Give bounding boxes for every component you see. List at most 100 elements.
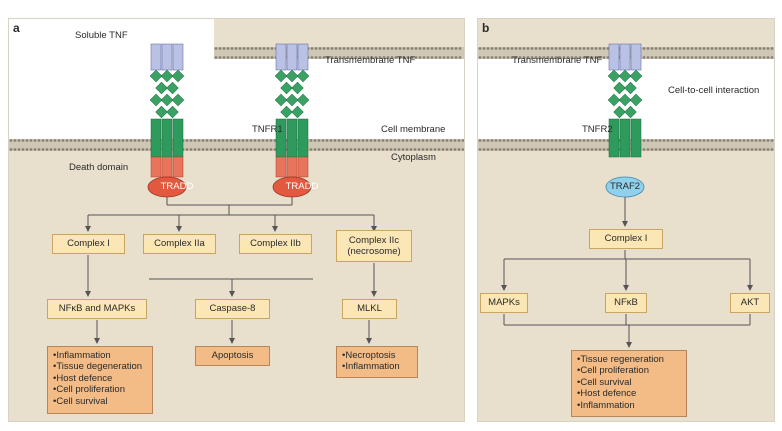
cell-membrane-head [317, 148, 321, 151]
cell-membrane-head [257, 139, 261, 142]
cell-membrane-head [401, 139, 405, 142]
neighbour-membrane-head [570, 56, 574, 59]
outcomes-b-box: Tissue regenerationCell proliferationCel… [571, 350, 687, 417]
neighbour-membrane-head [242, 47, 246, 50]
neighbour-membrane-head [230, 47, 234, 50]
neighbour-membrane-head [402, 56, 406, 59]
neighbour-membrane-head [394, 56, 398, 59]
cell-membrane-head [249, 139, 253, 142]
cell-membrane-head [369, 148, 373, 151]
complex-iia-box: Complex IIa [143, 234, 216, 254]
outcome-item: Tissue regeneration [577, 354, 681, 365]
cell-membrane-head [369, 139, 373, 142]
neighbour-membrane-head [602, 56, 606, 59]
neighbour-membrane-head [350, 56, 354, 59]
cell-membrane-head [574, 139, 578, 142]
neighbour-membrane-head [498, 47, 502, 50]
cell-membrane-head [333, 139, 337, 142]
neighbour-membrane-head [362, 56, 366, 59]
cell-membrane-head [562, 139, 566, 142]
cell-membrane-head [121, 139, 125, 142]
neighbour-membrane-head [478, 56, 482, 59]
cell-membrane-head [129, 139, 133, 142]
cell-membrane-head [702, 139, 706, 142]
neighbour-membrane-head [330, 47, 334, 50]
neighbour-membrane-head [518, 56, 522, 59]
cell-membrane-head [253, 139, 257, 142]
neighbour-membrane-head [738, 47, 742, 50]
neighbour-membrane-head [654, 47, 658, 50]
cell-membrane-head [590, 148, 594, 151]
cell-membrane-head [17, 148, 21, 151]
cell-membrane-head [437, 148, 441, 151]
cell-membrane-head [21, 148, 25, 151]
tnfr2-label: TNFR2 [582, 124, 613, 135]
cell-membrane-head [502, 148, 506, 151]
neighbour-membrane-head [386, 56, 390, 59]
cell-membrane-head [694, 139, 698, 142]
cell-membrane-head [534, 148, 538, 151]
outcome-item: Host defence [577, 388, 681, 399]
cell-membrane-head [133, 139, 137, 142]
cell-membrane-head [698, 148, 702, 151]
neighbour-membrane-head [486, 47, 490, 50]
cell-membrane-head [405, 148, 409, 151]
neighbour-membrane-head [646, 47, 650, 50]
cell-membrane-head [417, 148, 421, 151]
cell-membrane-head [482, 139, 486, 142]
neighbour-membrane-head [646, 56, 650, 59]
neighbour-membrane-head [586, 56, 590, 59]
neighbour-membrane-head [706, 47, 710, 50]
neighbour-membrane-head [538, 56, 542, 59]
neighbour-membrane-head [370, 56, 374, 59]
cell-membrane-head [734, 148, 738, 151]
cell-membrane-head [49, 139, 53, 142]
cell-membrane-head [37, 148, 41, 151]
neighbour-membrane-head [666, 56, 670, 59]
cell-membrane-head [393, 148, 397, 151]
receptor-crd-domain [618, 93, 632, 107]
cell-membrane-head [13, 139, 17, 142]
cell-membrane-head [57, 148, 61, 151]
cell-membrane-head [718, 139, 722, 142]
neighbour-membrane-head [722, 56, 726, 59]
cell-membrane-head [714, 148, 718, 151]
receptor-crd-domain [291, 81, 304, 95]
cell-membrane-head [494, 139, 498, 142]
cytoplasm-label: Cytoplasm [391, 152, 436, 163]
cell-membrane-head [101, 139, 105, 142]
neighbour-membrane-head [366, 47, 370, 50]
cell-membrane-head [325, 148, 329, 151]
receptor-stalk [630, 118, 642, 158]
cell-membrane-head [321, 148, 325, 151]
neighbour-membrane-head [226, 56, 230, 59]
neighbour-membrane-head [358, 56, 362, 59]
cell-membrane-head [73, 148, 77, 151]
neighbour-membrane-head [334, 56, 338, 59]
cell-membrane-head [313, 139, 317, 142]
cell-membrane-head [61, 148, 65, 151]
cell-membrane-head [674, 148, 678, 151]
receptor-crd-domain [149, 69, 163, 83]
neighbour-membrane-head [526, 56, 530, 59]
neighbour-membrane-head [510, 47, 514, 50]
cell-membrane-head [770, 148, 774, 151]
cell-membrane-head [449, 148, 453, 151]
cell-membrane-head [666, 148, 670, 151]
cell-membrane-head [670, 139, 674, 142]
receptor-stalk [150, 118, 162, 158]
receptor-crd-domain [296, 69, 310, 83]
cell-membrane-head [530, 148, 534, 151]
tradd-right-label: TRADD [285, 181, 319, 192]
tnf-ligand-subunit [619, 43, 631, 71]
cell-membrane-head [41, 148, 45, 151]
neighbour-membrane-head [558, 56, 562, 59]
cell-membrane-head [449, 139, 453, 142]
neighbour-membrane-head [490, 47, 494, 50]
receptor-stalk [608, 118, 620, 158]
cell-membrane-head [514, 148, 518, 151]
cell-membrane-head [542, 148, 546, 151]
neighbour-membrane-head [658, 47, 662, 50]
cell-membrane-head [770, 139, 774, 142]
cell-membrane-head [710, 148, 714, 151]
